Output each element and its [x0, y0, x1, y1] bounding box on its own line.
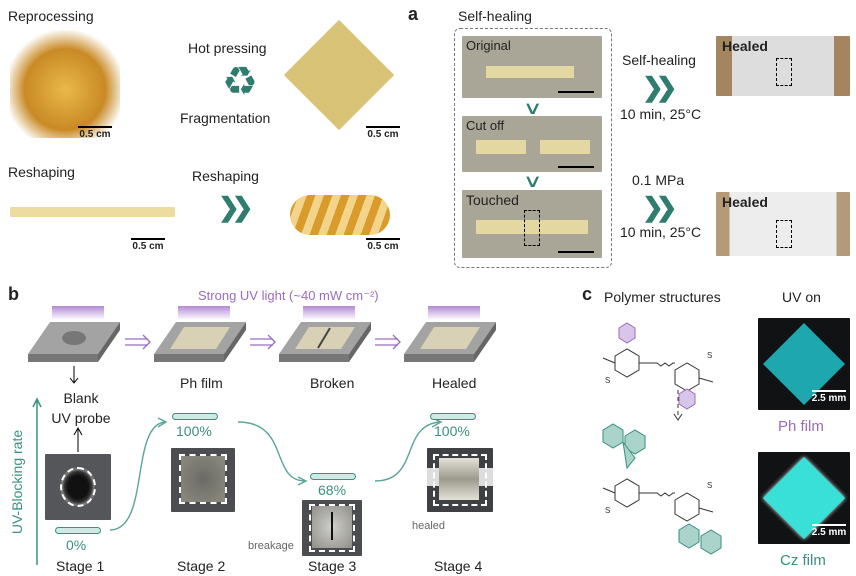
uv-lamp-icon: [178, 306, 230, 320]
stage-3-photo: [302, 500, 362, 556]
stage-4-photo: [427, 448, 493, 512]
ph-film-label: Ph film: [778, 418, 824, 435]
touched-photo: Touched: [462, 190, 602, 258]
scale-bar: 0.5 cm: [72, 126, 118, 140]
down-chevron-icon: ∨: [522, 171, 543, 191]
original-photo: Original: [462, 36, 602, 98]
percent-label: 68%: [318, 482, 347, 498]
reshaping-arrow-label: Reshaping: [192, 168, 259, 184]
ph-polymer-structure: SS: [602, 348, 714, 392]
broken-slab: [279, 322, 371, 362]
up-arrow-icon: [32, 397, 42, 565]
cz-polymer-structure: SS: [602, 478, 714, 522]
stage-label-4: Stage 4: [434, 558, 483, 574]
fragmentation-label: Fragmentation: [180, 110, 271, 126]
scale-bar: 2.5 mm: [806, 524, 852, 538]
double-chevron-icon: ❯❯: [642, 192, 677, 222]
carbazole-icon: [602, 423, 722, 555]
self-healing-condition: Self-healing: [622, 52, 696, 68]
self-healing-sequence-box: [454, 28, 612, 268]
stage-label-2: Stage 2: [177, 558, 226, 574]
cut-off-photo: Cut off: [462, 116, 602, 172]
down-chevron-icon: ∨: [522, 98, 543, 118]
healed-photo: Healed: [716, 192, 850, 256]
ph-film-slab: [154, 322, 246, 362]
polymer-structures-title: Polymer structures: [604, 289, 721, 305]
probe-slab: [28, 322, 120, 362]
uv-light-label: Strong UV light (~40 mW cm⁻²): [198, 288, 379, 303]
healed-label: Healed: [722, 194, 768, 210]
level-bar: [55, 527, 101, 534]
reshaping-title: Reshaping: [8, 164, 75, 180]
up-arrow-icon: [73, 426, 83, 452]
time-temp-label: 10 min, 25°C: [620, 224, 702, 240]
cz-film-uv-photo: 2.5 mm: [758, 452, 850, 544]
phenyl-ring-icon: [618, 322, 696, 410]
fragments-photo: [10, 30, 120, 138]
svg-text:S: S: [707, 351, 712, 360]
uv-lamp-icon: [428, 306, 480, 320]
svg-text:S: S: [707, 481, 712, 490]
slab-diagram: [28, 322, 496, 384]
uv-on-title: UV on: [782, 289, 821, 305]
svg-text:S: S: [605, 376, 610, 385]
panel-label-a: a: [408, 4, 419, 24]
reprocessing-title: Reprocessing: [8, 8, 94, 24]
healed-annotation: healed: [412, 520, 446, 532]
double-chevron-icon: ❯❯: [218, 192, 253, 222]
cz-film-label: Cz film: [780, 552, 826, 569]
curled-ribbon-photo: [290, 195, 390, 235]
healed-label: Healed: [722, 38, 768, 54]
level-bar: [310, 473, 356, 480]
percent-label: 100%: [434, 423, 470, 439]
pressed-film-photo: [283, 19, 395, 131]
state-label: Cut off: [466, 118, 505, 133]
strip-photo: [10, 207, 175, 217]
pressure-label: 0.1 MPa: [632, 172, 685, 188]
uv-lamp-icon: [52, 306, 104, 320]
healed-photo: Healed: [716, 36, 850, 96]
double-arrow-icon: [125, 334, 401, 350]
panel-label-c: c: [582, 284, 593, 304]
scale-bar: 0.5 cm: [360, 238, 406, 252]
down-arrow-icon: [69, 366, 79, 384]
scale-bar: 0.5 cm: [125, 238, 171, 252]
state-label: Original: [466, 38, 511, 53]
double-chevron-icon: ❯❯: [642, 72, 677, 102]
level-bar: [430, 413, 476, 420]
percent-label: 100%: [176, 423, 212, 439]
hot-pressing-label: Hot pressing: [188, 40, 267, 56]
stage-1-photo: [45, 454, 111, 520]
level-bar: [172, 413, 218, 420]
ph-film-uv-photo: 2.5 mm: [758, 318, 850, 410]
stage-label-3: Stage 3: [308, 558, 357, 574]
stage-2-photo: [171, 448, 235, 512]
percent-label: 0%: [66, 537, 87, 553]
breakage-annotation: breakage: [248, 540, 294, 552]
self-healing-title: Self-healing: [458, 8, 532, 24]
uv-lamp-icon: [303, 306, 355, 320]
probe-label: UV probe: [51, 410, 111, 426]
slab-label: Broken: [310, 375, 355, 391]
panel-label-b: b: [8, 284, 19, 304]
recycle-icon: ♻: [222, 60, 258, 104]
scale-bar: 2.5 mm: [806, 390, 852, 404]
svg-text:S: S: [605, 506, 610, 515]
slab-label: Healed: [432, 375, 477, 391]
chemical-structures: SS SS: [602, 322, 722, 555]
slab-label: Ph film: [180, 375, 223, 391]
state-label: Touched: [466, 192, 519, 208]
scale-bar: 0.5 cm: [360, 126, 406, 140]
stage-label-1: Stage 1: [56, 558, 105, 574]
time-temp-label: 10 min, 25°C: [620, 106, 702, 122]
connector-arrow: [109, 417, 443, 531]
trend-curve: [32, 397, 443, 565]
healed-slab: [404, 322, 496, 362]
probe-label: Blank: [63, 390, 99, 406]
